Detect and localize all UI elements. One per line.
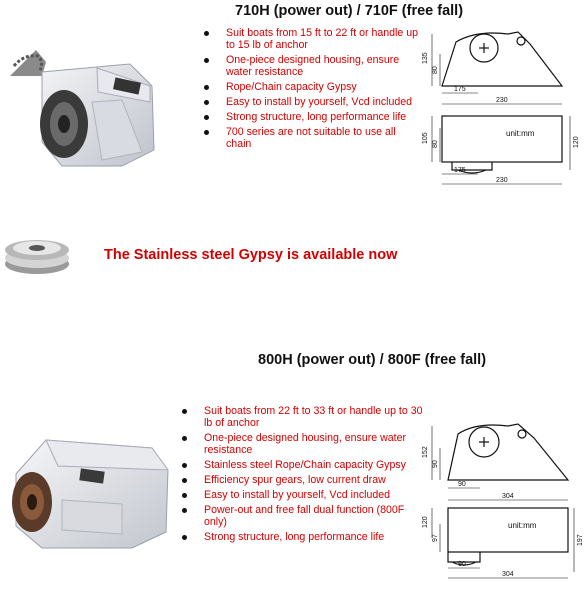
winch-800-photo: [12, 439, 170, 549]
dim-label: 304: [502, 493, 514, 500]
feature-item: Suit boats from 15 ft to 22 ft or handle…: [200, 27, 420, 51]
dim-label: 105: [422, 132, 429, 144]
model-710-dimension-drawing: 135 80 175 230 105 80 120 175 230 unit:m…: [422, 31, 580, 185]
feature-item: Strong structure, long performance life: [200, 111, 420, 123]
dim-label: 90: [458, 481, 466, 488]
dim-label: 197: [577, 534, 584, 546]
dim-label: 152: [422, 446, 429, 458]
feature-item: Strong structure, long performance life: [178, 531, 426, 543]
dim-label: 230: [496, 97, 508, 104]
model-800-feature-list: Suit boats from 22 ft to 33 ft or handle…: [178, 405, 426, 546]
dim-label: 80: [432, 140, 439, 148]
dim-label: 175: [454, 86, 466, 93]
feature-item: Easy to install by yourself, Vcd include…: [200, 96, 420, 108]
dim-label: 304: [502, 571, 514, 578]
dim-label: 135: [422, 52, 429, 64]
feature-item: One-piece designed housing, ensure water…: [200, 54, 420, 78]
feature-item: One-piece designed housing, ensure water…: [178, 432, 426, 456]
dim-label: 80: [432, 66, 439, 74]
feature-item: Easy to install by yourself, Vcd include…: [178, 489, 426, 501]
dim-label: 97: [432, 534, 439, 542]
feature-item: Stainless steel Rope/Chain capacity Gyps…: [178, 459, 426, 471]
feature-item: 700 series are not suitable to use all c…: [200, 126, 420, 150]
feature-item: Suit boats from 22 ft to 33 ft or handle…: [178, 405, 426, 429]
model-710-title: 710H (power out) / 710F (free fall): [235, 3, 464, 19]
dim-label: 175: [454, 167, 466, 174]
dim-label: 90: [432, 460, 439, 468]
model-800-title: 800H (power out) / 800F (free fall): [258, 352, 487, 368]
dim-label: 90: [458, 561, 466, 568]
dim-label: 120: [422, 516, 429, 528]
model-710-feature-list: Suit boats from 15 ft to 22 ft or handle…: [200, 27, 420, 153]
winch-710-photo: [10, 50, 155, 167]
stainless-gypsy-banner: The Stainless steel Gypsy is available n…: [104, 247, 398, 263]
dim-label: 120: [573, 136, 580, 148]
unit-label: unit:mm: [508, 521, 537, 530]
feature-item: Power-out and free fall dual function (8…: [178, 504, 426, 528]
feature-item: Rope/Chain capacity Gypsy: [200, 81, 420, 93]
dim-label: 230: [496, 177, 508, 184]
feature-item: Efficiency spur gears, low current draw: [178, 474, 426, 486]
unit-label: unit:mm: [506, 129, 535, 138]
model-800-dimension-drawing: 152 90 90 304 120 97 197 90 304 unit:mm: [422, 423, 584, 579]
stainless-gypsy-photo: [5, 240, 69, 274]
